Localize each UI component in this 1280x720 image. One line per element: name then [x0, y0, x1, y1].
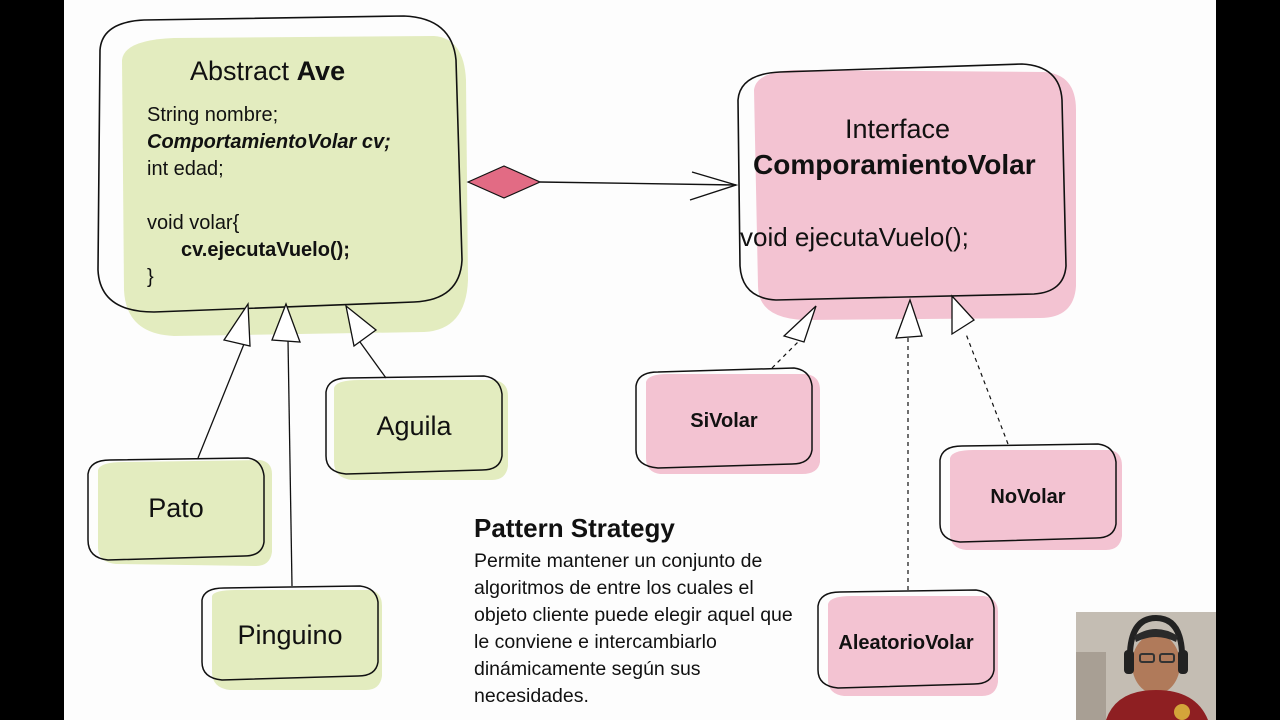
presenter-webcam	[1076, 612, 1216, 720]
diagram-drawing	[87, 15, 1122, 696]
ave-field-nombre: String nombre;	[147, 104, 279, 126]
ave-box-shadow	[122, 36, 468, 336]
association-arrowhead	[689, 171, 739, 201]
aleatoriovolar-box	[817, 589, 995, 689]
strategy-novolar: NoVolar	[990, 486, 1066, 508]
aguila-box-shadow	[334, 380, 508, 480]
pato-box-shadow	[98, 460, 272, 566]
aguila-box	[325, 375, 503, 475]
interface-box-shadow	[754, 70, 1076, 320]
ave-field-edad: int edad;	[147, 158, 224, 180]
subclass-pato: Pato	[148, 493, 204, 523]
aggregation-diamond	[466, 165, 542, 199]
subclass-aguila: Aguila	[376, 411, 452, 441]
strategy-aleatoriovolar: AleatorioVolar	[838, 632, 974, 654]
ave-class-body: String nombre; ComportamientoVolar cv; i…	[147, 102, 391, 291]
ave-title-prefix: Abstract	[190, 56, 290, 86]
sivolar-box	[635, 367, 813, 469]
interface-method: void ejecutaVuelo();	[740, 222, 969, 252]
ave-method-body: cv.ejecutaVuelo();	[181, 239, 350, 261]
novolar-box-shadow	[950, 450, 1122, 550]
ave-method-close: }	[147, 266, 154, 288]
interface-box	[737, 63, 1067, 301]
pattern-title: Pattern Strategy	[474, 513, 675, 543]
pattern-description: Permite mantener un conjunto de algoritm…	[474, 550, 793, 707]
sivolar-box-shadow	[646, 374, 820, 474]
ave-class-title: Abstract Ave	[190, 56, 345, 87]
subclass-pinguino: Pinguino	[237, 620, 343, 650]
ave-box	[97, 15, 463, 313]
pato-box	[87, 457, 265, 561]
ave-title-name: Ave	[296, 56, 346, 86]
novolar-box	[939, 443, 1117, 543]
pinguino-box	[201, 585, 379, 681]
aleatoriovolar-box-shadow	[828, 596, 998, 696]
ave-method-signature: void volar{	[147, 212, 240, 234]
ave-field-cv: ComportamientoVolar cv;	[147, 131, 391, 153]
presenter-image	[1076, 612, 1216, 720]
strategy-sivolar: SiVolar	[690, 410, 758, 432]
interface-name: ComporamientoVolar	[753, 149, 1036, 180]
interface-keyword: Interface	[845, 114, 951, 144]
diagram-canvas: Abstract Ave String nombre; Comportamien…	[64, 0, 1216, 720]
pinguino-box-shadow	[212, 590, 382, 690]
